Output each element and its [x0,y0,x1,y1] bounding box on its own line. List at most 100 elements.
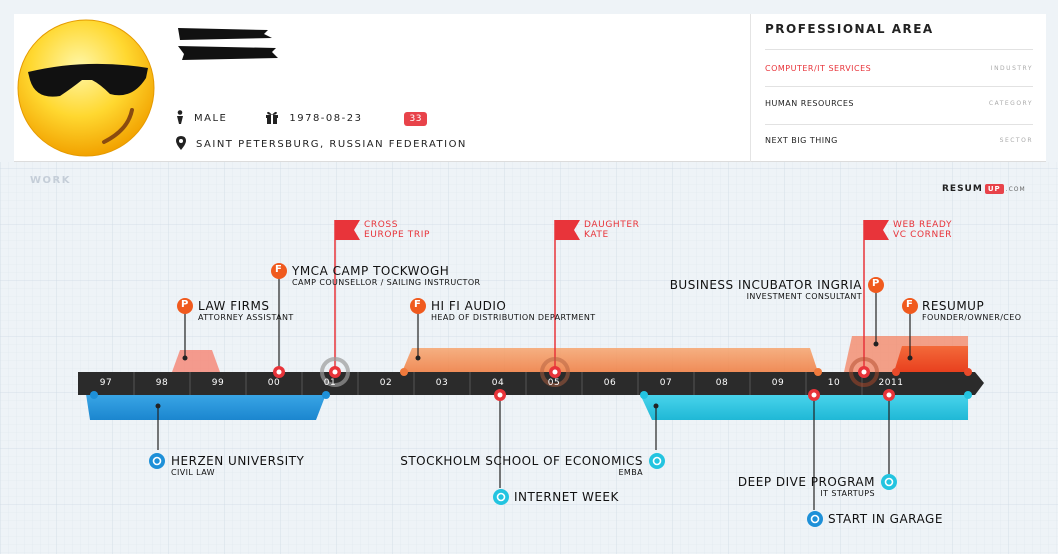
edu-title: INTERNET WEEK [514,490,619,504]
work-title: BUSINESS INCUBATOR INGRIA [669,278,862,292]
work-item-law-firms[interactable]: LAW FIRMS ATTORNEY ASSISTANT [198,299,294,322]
flag-label-cross-europe[interactable]: CROSS EUROPE TRIP [364,220,430,240]
edu-title: START IN GARAGE [828,512,943,526]
location-value: SAINT PETERSBURG, RUSSIAN FEDERATION [196,139,467,150]
year-label: 98 [155,378,169,388]
avatar [17,19,155,157]
year-label: 97 [99,378,113,388]
badge-letter: F [414,299,421,310]
profile-header: MALE 1978-08-23 33 SAINT PETERSBURG, RUS… [14,14,1046,162]
edu-item-internet-week[interactable]: INTERNET WEEK [514,490,619,504]
work-title: YMCA CAMP TOCKWOGH [292,264,450,278]
brand-suffix: .COM [1005,185,1026,193]
year-label: 2011 [878,378,904,388]
section-label-work: WORK [30,175,71,186]
sector-key: SECTOR [999,137,1033,144]
work-band-law-firms [172,350,220,372]
education-badges [149,453,897,527]
divider [765,49,1033,50]
divider [765,124,1033,125]
work-title: RESUMUP [922,299,985,313]
sector-value: NEXT BIG THING [765,136,838,145]
work-item-ymca[interactable]: YMCA CAMP TOCKWOGH CAMP COUNSELLOR / SAI… [292,264,481,287]
event-markers [273,366,895,401]
timeline-axis [78,372,984,395]
year-label: 05 [547,378,561,388]
edu-item-start-in-garage[interactable]: START IN GARAGE [828,512,943,526]
brand-prefix: RESUM [942,184,983,194]
badge-letter: F [906,299,913,310]
year-label: 99 [211,378,225,388]
flag-line: CROSS [364,220,399,230]
flag-line: EUROPE TRIP [364,230,431,240]
work-subtitle: ATTORNEY ASSISTANT [198,313,294,322]
flag-line: KATE [584,230,609,240]
professional-area-category[interactable]: HUMAN RESOURCES CATEGORY [765,99,1033,108]
work-subtitle: CAMP COUNSELLOR / SAILING INSTRUCTOR [292,278,481,287]
flag-web-ready [863,220,889,372]
edu-subtitle: CIVIL LAW [171,468,215,477]
flag-cross-europe [334,220,360,372]
work-badges [177,263,918,314]
location-pin-icon [176,136,186,153]
professional-area-sector[interactable]: NEXT BIG THING SECTOR [765,136,1033,145]
professional-area: PROFESSIONAL AREA COMPUTER/IT SERVICES I… [750,14,1046,162]
category-key: CATEGORY [988,100,1033,107]
year-label: 04 [491,378,505,388]
divider [765,86,1033,87]
edu-subtitle: EMBA [618,468,643,477]
work-item-resumup[interactable]: RESUMUP FOUNDER/OWNER/CEO [922,299,1021,322]
flag-line: WEB READY [893,220,953,230]
year-label: 00 [267,378,281,388]
professional-area-industry[interactable]: COMPUTER/IT SERVICES INDUSTRY [765,64,1033,73]
work-subtitle: FOUNDER/OWNER/CEO [922,313,1022,322]
work-subtitle: HEAD OF DISTRIBUTION DEPARTMENT [431,313,596,322]
edu-item-herzen[interactable]: HERZEN UNIVERSITY CIVIL LAW [171,454,304,477]
edu-title: HERZEN UNIVERSITY [171,454,305,468]
edu-title: DEEP DIVE PROGRAM [737,475,875,489]
gender-value: MALE [194,113,228,124]
flag-daughter-kate [554,220,580,372]
year-label: 03 [435,378,449,388]
industry-value: COMPUTER/IT SERVICES [765,64,872,73]
work-subtitle: INVESTMENT CONSULTANT [746,292,862,301]
year-label: 02 [379,378,393,388]
year-label: 10 [827,378,841,388]
flag-line: VC CORNER [893,230,952,240]
work-band-hifi-audio [402,348,818,372]
edu-item-deep-dive[interactable]: DEEP DIVE PROGRAM IT STARTUPS [738,475,875,498]
badge-letter: F [275,264,282,275]
brand-up: UP [984,184,1004,194]
edu-band-herzen [86,394,326,420]
work-title: HI FI AUDIO [431,299,507,313]
edu-subtitle: IT STARTUPS [820,489,875,498]
flag-line: DAUGHTER [584,220,640,230]
work-title: LAW FIRMS [198,299,270,313]
event-halo [849,357,879,387]
year-label: 06 [603,378,617,388]
age-badge: 33 [404,111,427,126]
work-item-incubator[interactable]: BUSINESS INCUBATOR INGRIA INVESTMENT CON… [670,278,862,301]
work-item-hifi-audio[interactable]: HI FI AUDIO HEAD OF DISTRIBUTION DEPARTM… [431,299,596,322]
edu-title: STOCKHOLM SCHOOL OF ECONOMICS [400,454,643,468]
brand-logo[interactable]: RESUM UP .COM [942,184,1026,194]
year-label: 08 [715,378,729,388]
connector-lines [157,278,911,510]
flag-label-web-ready[interactable]: WEB READY VC CORNER [893,220,952,240]
connector-dots [155,341,913,409]
badge-letter: P [181,299,189,310]
flag-label-daughter-kate[interactable]: DAUGHTER KATE [584,220,640,240]
period-end-markers [90,368,972,399]
industry-key: INDUSTRY [990,65,1033,72]
gender-icon [176,110,184,127]
year-label: 09 [771,378,785,388]
axis-ticks [133,372,863,395]
work-band-resumup [894,346,968,372]
gift-icon [265,110,279,127]
professional-area-title: PROFESSIONAL AREA [765,22,934,36]
edu-item-stockholm[interactable]: STOCKHOLM SCHOOL OF ECONOMICS EMBA [400,454,643,477]
edu-band-stockholm [640,394,968,420]
birthdate-value: 1978-08-23 [289,113,363,124]
